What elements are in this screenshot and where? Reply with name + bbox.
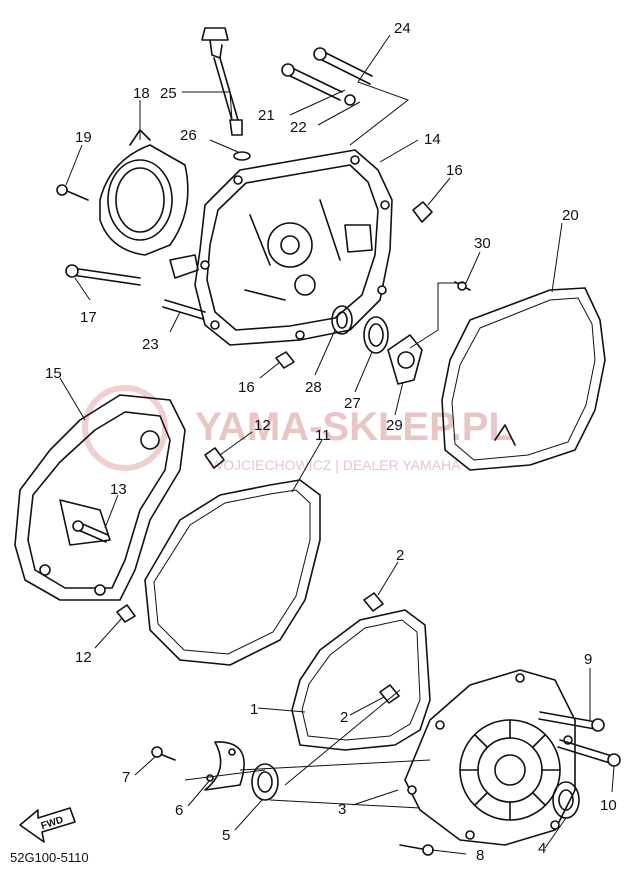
callout-24: 24 bbox=[394, 20, 411, 37]
clutch-cover-3 bbox=[399, 669, 621, 856]
callout-28: 28 bbox=[305, 379, 322, 396]
callout-29: 29 bbox=[386, 417, 403, 434]
gasket-1 bbox=[291, 592, 431, 751]
callout-3: 3 bbox=[338, 801, 346, 818]
callout-19: 19 bbox=[75, 129, 92, 146]
gasket-11 bbox=[144, 479, 321, 666]
callout-6: 6 bbox=[175, 802, 183, 819]
diagram-code: 52G100-5110 bbox=[10, 850, 89, 865]
callout-30: 30 bbox=[474, 235, 491, 252]
callout-12-top: 12 bbox=[254, 417, 271, 434]
callout-23: 23 bbox=[142, 336, 159, 353]
callout-27: 27 bbox=[344, 395, 361, 412]
callout-2-bottom: 2 bbox=[340, 709, 348, 726]
callout-25: 25 bbox=[160, 85, 177, 102]
bearings-and-seal bbox=[331, 281, 471, 385]
callout-5: 5 bbox=[222, 827, 230, 844]
callout-8: 8 bbox=[476, 847, 484, 864]
callout-16-top: 16 bbox=[446, 162, 463, 179]
callout-14: 14 bbox=[424, 131, 441, 148]
callout-21: 21 bbox=[258, 107, 275, 124]
callout-4: 4 bbox=[538, 840, 546, 857]
seal-plate-bolt bbox=[151, 741, 279, 801]
leader-lines bbox=[59, 34, 615, 855]
callout-9: 9 bbox=[584, 651, 592, 668]
watermark: YAMA-SKLEP.PL WOJCIECHOWICZ | DEALER YAM… bbox=[82, 385, 513, 473]
callout-7: 7 bbox=[122, 769, 130, 786]
callout-2-top: 2 bbox=[396, 547, 404, 564]
watermark-brand: YAMA-SKLEP.PL bbox=[195, 405, 513, 449]
callout-17: 17 bbox=[80, 309, 97, 326]
callout-12-bottom: 12 bbox=[75, 649, 92, 666]
cover-18 bbox=[56, 129, 206, 320]
watermark-tagline: WOJCIECHOWICZ | DEALER YAMAHA bbox=[210, 457, 461, 473]
gasket-20 bbox=[441, 287, 606, 471]
callout-15: 15 bbox=[45, 365, 62, 382]
fwd-arrow-icon: FWD bbox=[19, 807, 76, 843]
cover-15 bbox=[14, 394, 225, 623]
callout-22: 22 bbox=[290, 119, 307, 136]
callout-10: 10 bbox=[600, 797, 617, 814]
callout-20: 20 bbox=[562, 207, 579, 224]
callout-11: 11 bbox=[315, 427, 331, 444]
callout-16-bottom: 16 bbox=[238, 379, 255, 396]
callout-1: 1 bbox=[250, 701, 258, 718]
callout-18: 18 bbox=[133, 85, 150, 102]
callout-26: 26 bbox=[180, 127, 197, 144]
callout-13: 13 bbox=[110, 481, 127, 498]
callout-labels: 24 25 18 21 22 19 26 14 16 20 30 17 23 1… bbox=[45, 20, 617, 864]
crankcase-cover-upper bbox=[194, 27, 433, 369]
